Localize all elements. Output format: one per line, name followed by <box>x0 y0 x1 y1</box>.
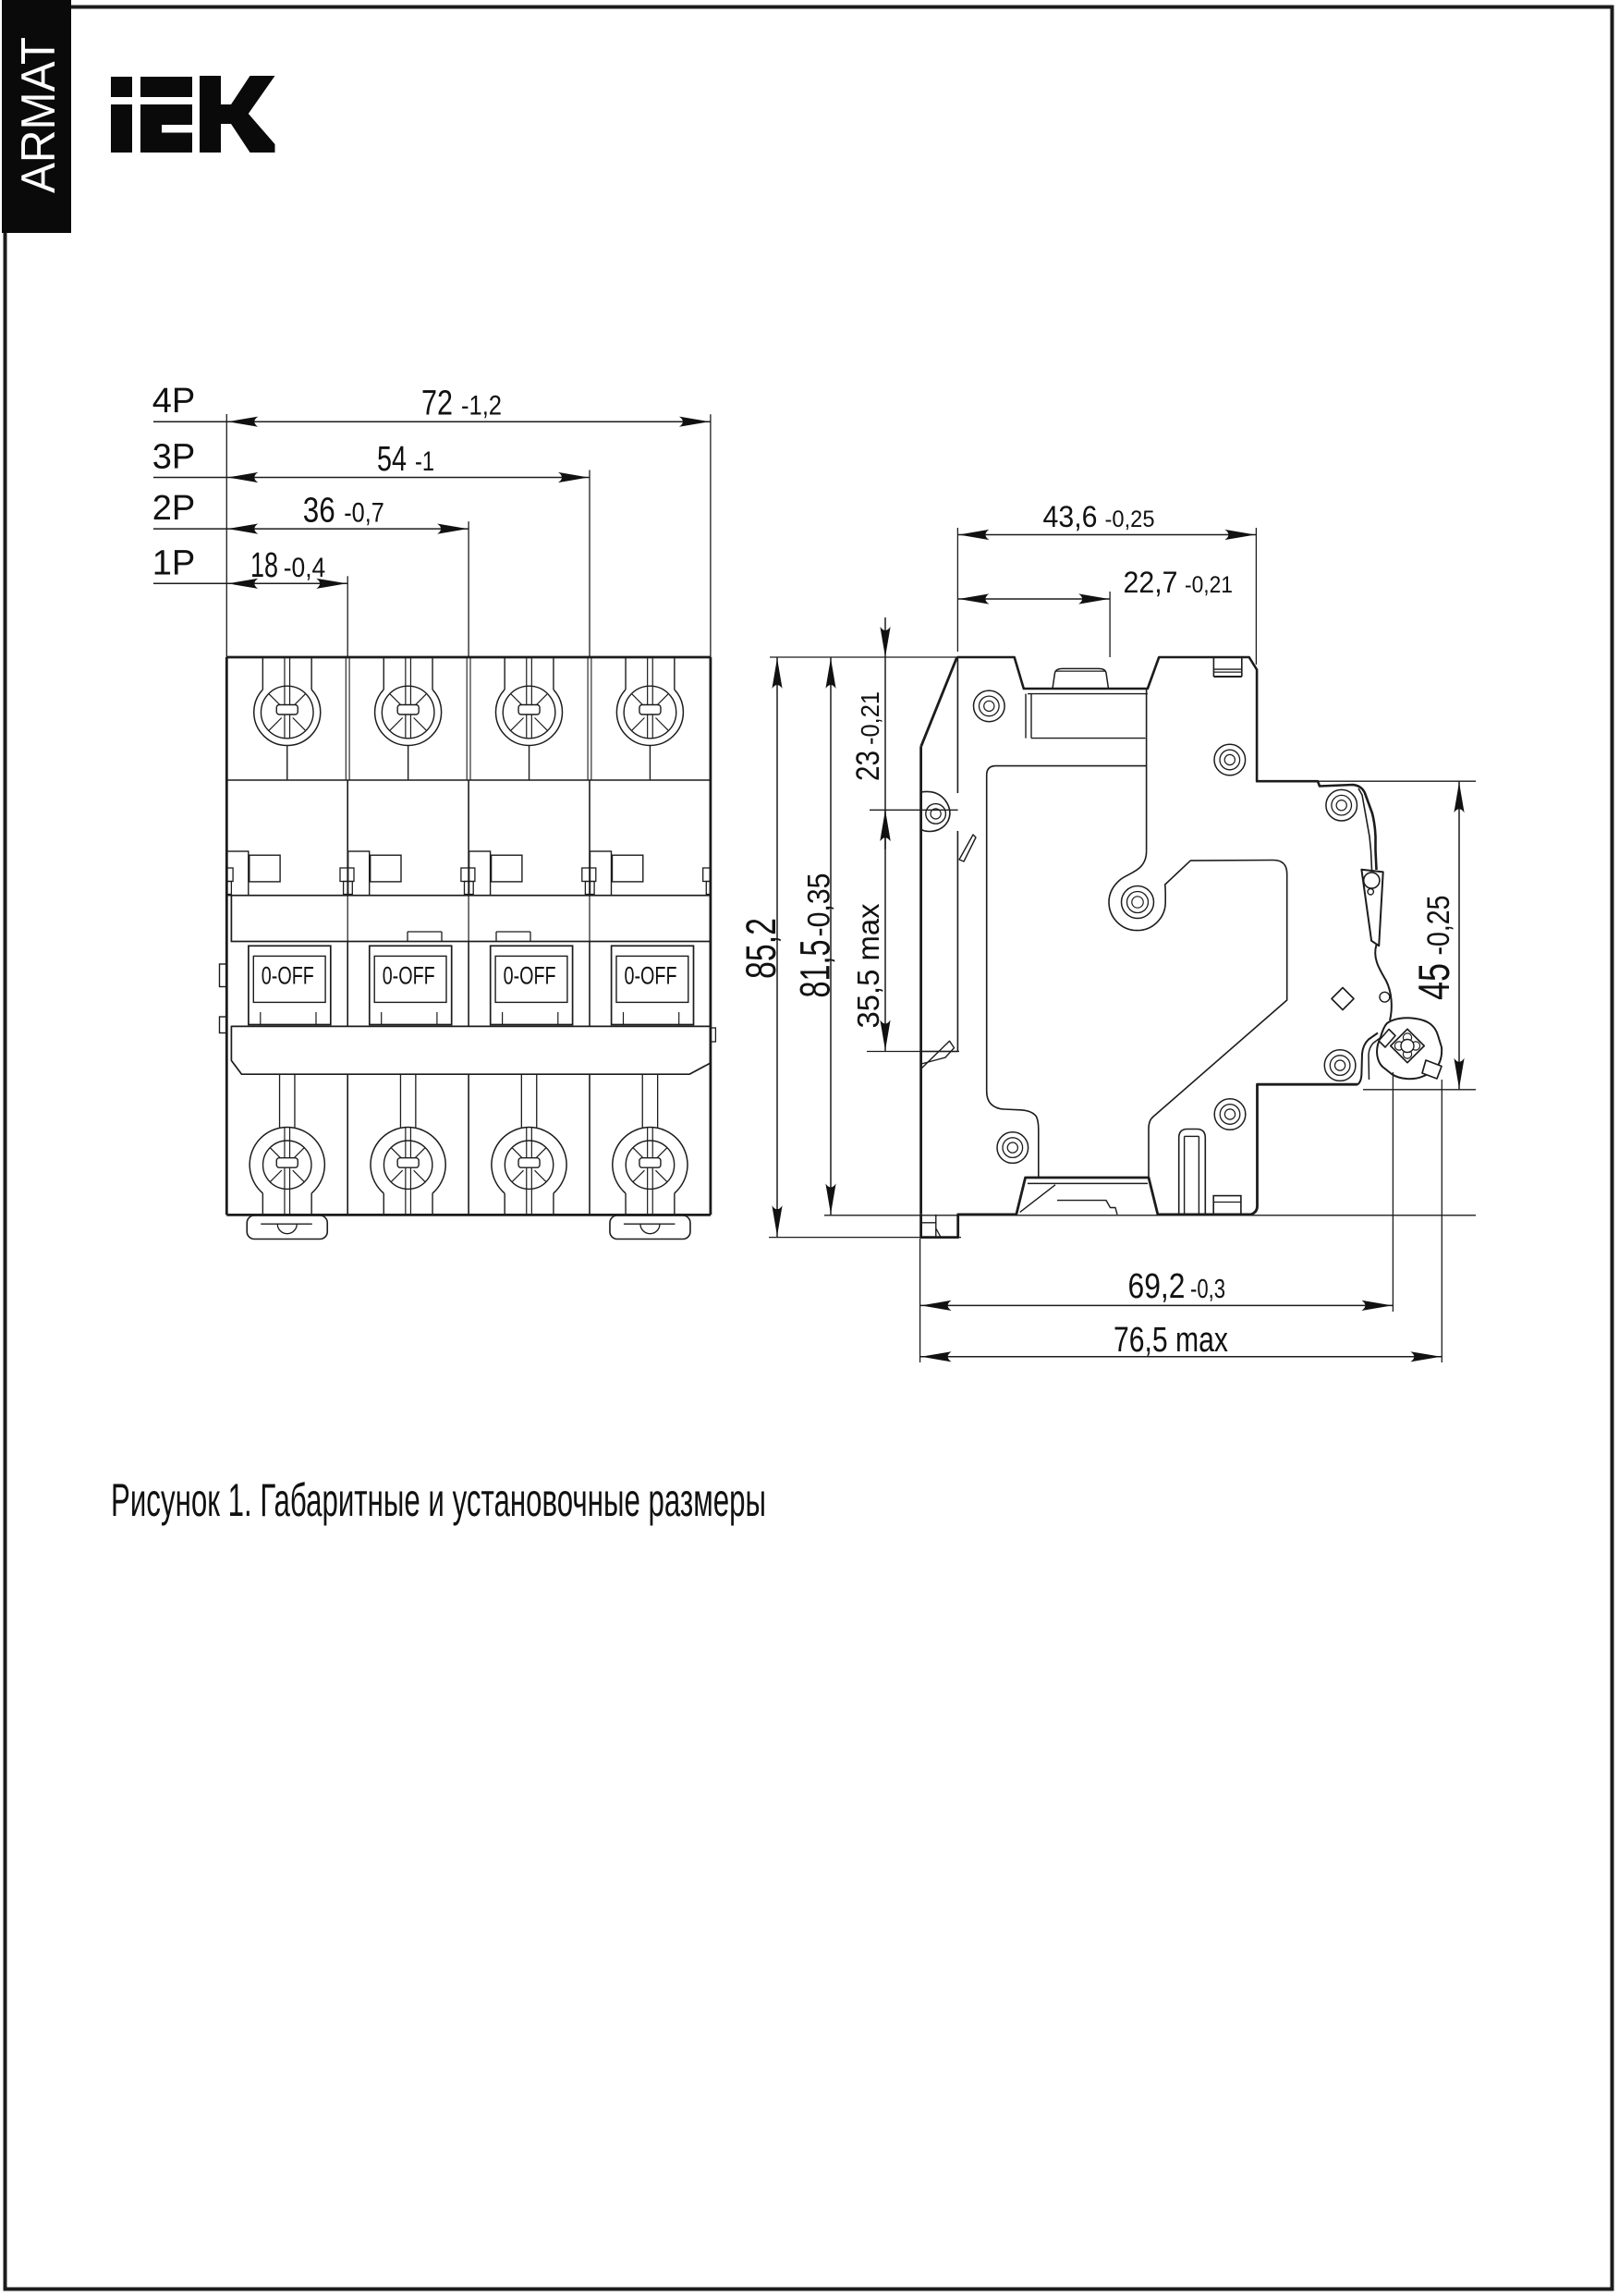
svg-text:36: 36 <box>303 492 335 531</box>
svg-text:0-OFF: 0-OFF <box>383 962 435 990</box>
svg-text:43,6: 43,6 <box>1043 500 1098 533</box>
svg-text:0-OFF: 0-OFF <box>262 962 314 990</box>
svg-text:2P: 2P <box>152 489 195 528</box>
svg-text:76,5 max: 76,5 max <box>1114 1321 1228 1360</box>
svg-text:Рисунок 1. Габаритные и устано: Рисунок 1. Габаритные и установочные раз… <box>111 1474 766 1526</box>
svg-text:-0,25: -0,25 <box>1421 896 1456 956</box>
svg-text:-1: -1 <box>415 446 434 477</box>
svg-text:69,2: 69,2 <box>1128 1267 1186 1306</box>
svg-text:0-OFF: 0-OFF <box>504 962 556 990</box>
svg-text:-1,2: -1,2 <box>461 391 502 421</box>
svg-text:1P: 1P <box>152 543 195 582</box>
svg-text:81,5: 81,5 <box>792 940 839 998</box>
svg-text:22,7: 22,7 <box>1124 566 1178 599</box>
svg-text:-0,21: -0,21 <box>856 691 884 745</box>
svg-text:3P: 3P <box>152 438 195 477</box>
svg-text:45: 45 <box>1409 963 1458 1000</box>
svg-text:23: 23 <box>849 751 886 781</box>
svg-text:18: 18 <box>250 546 278 585</box>
svg-text:54: 54 <box>377 440 407 479</box>
svg-text:-0,7: -0,7 <box>344 498 384 529</box>
svg-text:-0,3: -0,3 <box>1190 1275 1225 1304</box>
svg-text:85,2: 85,2 <box>737 918 785 979</box>
svg-text:72: 72 <box>421 385 453 423</box>
svg-text:4P: 4P <box>152 382 195 421</box>
svg-text:-0,4: -0,4 <box>284 553 326 583</box>
svg-text:ARMAT: ARMAT <box>12 37 66 193</box>
svg-text:35,5 max: 35,5 max <box>851 903 885 1028</box>
svg-text:0-OFF: 0-OFF <box>625 962 677 990</box>
svg-text:-0,35: -0,35 <box>802 873 837 937</box>
svg-text:-0,21: -0,21 <box>1185 572 1233 598</box>
svg-text:-0,25: -0,25 <box>1105 507 1155 532</box>
